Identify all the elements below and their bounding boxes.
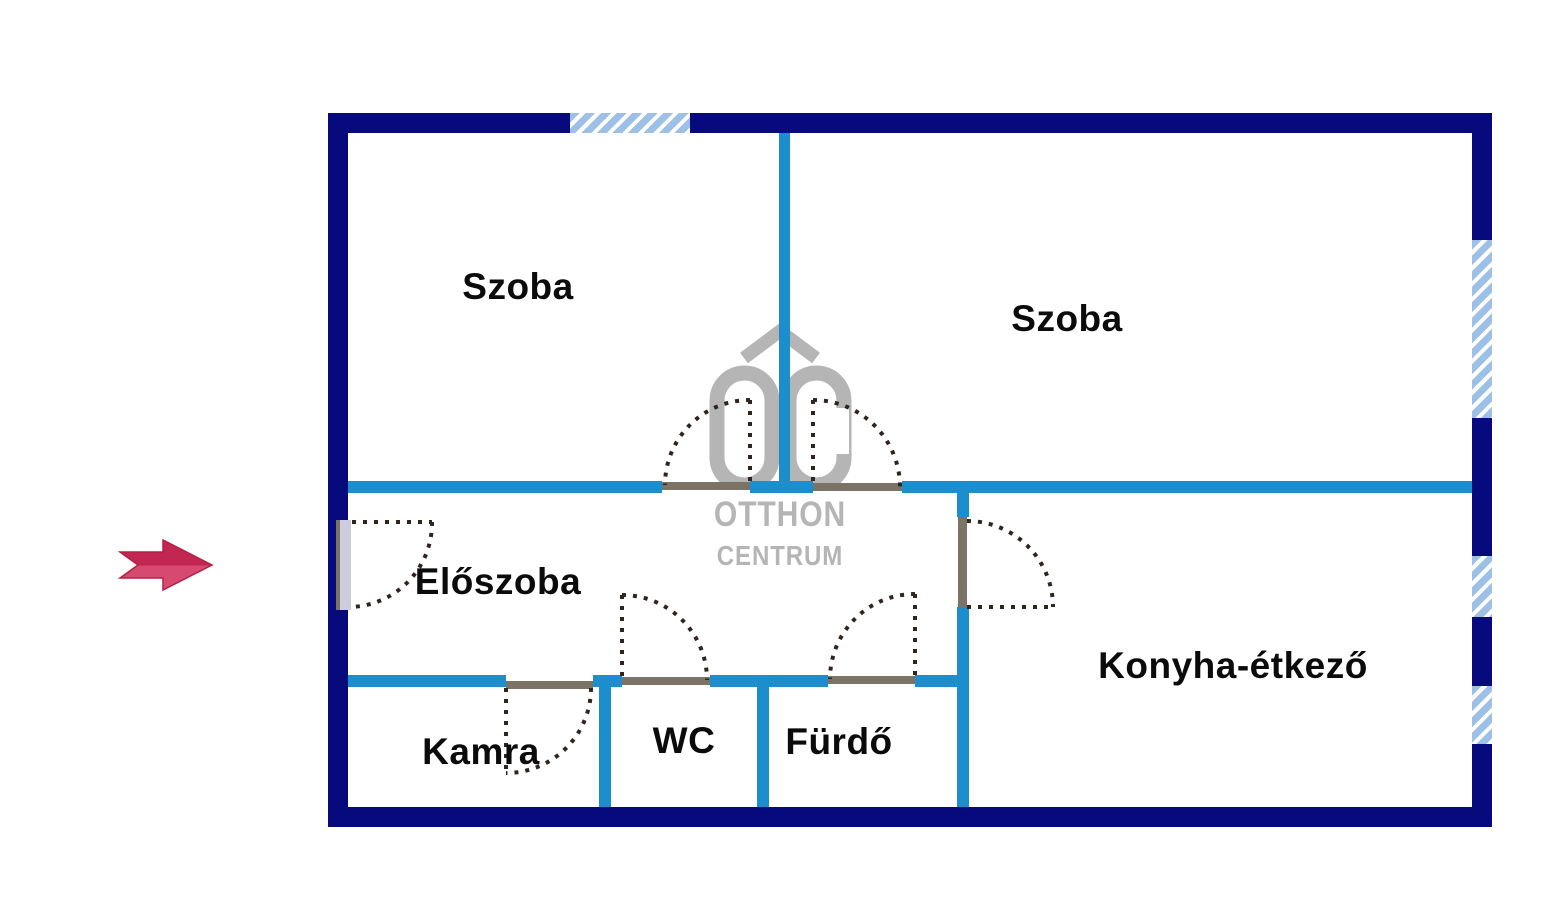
room-label-furdo: Fürdő (785, 721, 893, 762)
room-label-szoba2: Szoba (1011, 298, 1123, 339)
sill-szoba2-door (813, 483, 902, 491)
wall-kamra-wc (599, 687, 611, 807)
window-right-upper (1472, 240, 1492, 418)
wall-eloszoba-bottom-c (710, 675, 828, 687)
room-label-wc: WC (652, 720, 716, 761)
arc-szoba1-door (663, 398, 751, 486)
wall-eloszoba-bottom-d (915, 675, 969, 687)
window-top (570, 113, 690, 133)
arc-wc-door (621, 593, 709, 681)
wall-szoba-divider (779, 133, 790, 493)
watermark-line1: OTTHON (713, 495, 847, 534)
wall-main-horizontal-left (348, 481, 662, 493)
arc-furdo-door (828, 592, 916, 680)
wall-wc-furdo (757, 687, 769, 807)
wall-main-horizontal-center (750, 481, 813, 493)
wall-konyha-vertical-lower (957, 607, 969, 807)
entrance-arrow-icon (117, 538, 214, 592)
room-label-szoba1: Szoba (462, 266, 574, 307)
wall-main-horizontal-right (902, 481, 1472, 493)
room-label-konyha: Konyha-étkező (1098, 645, 1368, 686)
outer-wall-top (328, 113, 1492, 133)
outer-wall-left (328, 113, 348, 827)
room-label-kamra: Kamra (422, 731, 540, 772)
entrance-door-leaf (336, 520, 351, 610)
sill-wc-door (622, 677, 710, 685)
watermark-line2: CENTRUM (716, 540, 844, 571)
wall-eloszoba-bottom-b (593, 675, 622, 687)
sill-szoba1-door (662, 482, 750, 490)
window-right-middle (1472, 556, 1492, 617)
room-label-eloszoba: Előszoba (414, 561, 582, 602)
arc-szoba2-door (812, 398, 902, 488)
arc-konyha-door (966, 519, 1055, 608)
outer-wall-bottom (328, 807, 1492, 827)
wall-eloszoba-bottom-a (348, 675, 506, 687)
wall-konyha-vertical-upper (957, 493, 969, 517)
sill-furdo-door (828, 676, 915, 684)
window-right-lower (1472, 686, 1492, 744)
sill-konyha-door (958, 517, 967, 607)
sill-kamra-door (506, 681, 593, 689)
